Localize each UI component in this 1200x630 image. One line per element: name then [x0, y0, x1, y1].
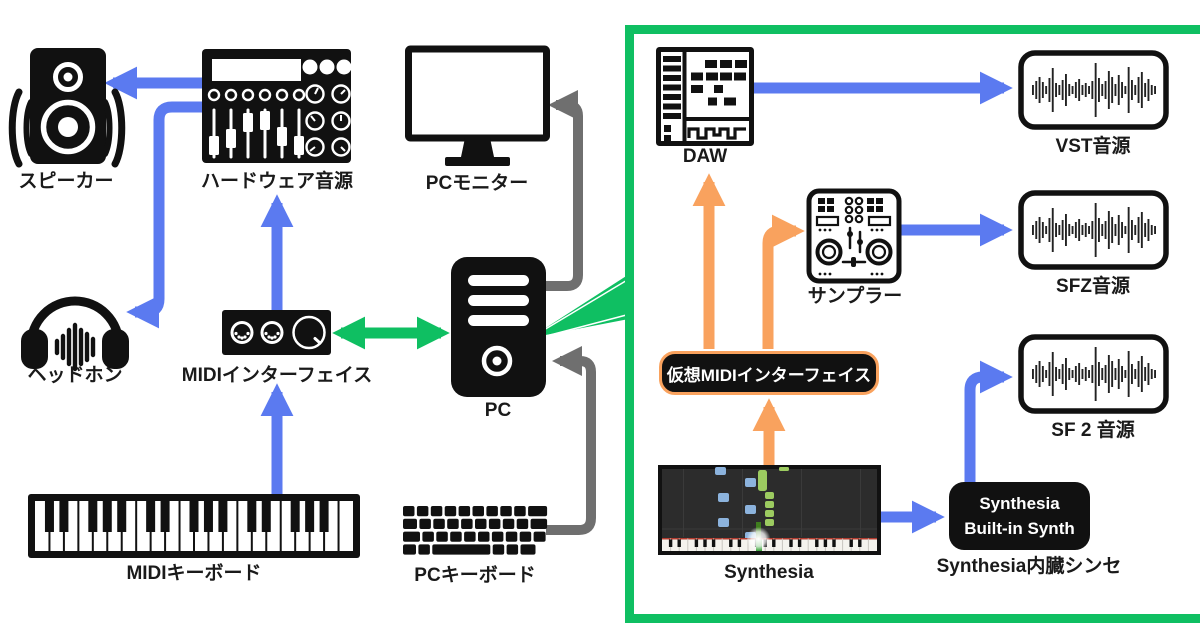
pc-icon: [451, 257, 546, 397]
arrow-pc-to-monitor: [546, 90, 583, 291]
midi-interface-icon: [222, 310, 331, 355]
sound-bars: [54, 322, 96, 372]
falling-notes-green: [758, 467, 789, 526]
sf2-waveform-icon: [1018, 334, 1169, 414]
zoom-callout-edge: [532, 275, 635, 338]
midi-keyboard-icon: [28, 494, 360, 558]
arrow-mixer-to-headphones: [126, 101, 202, 329]
builtin-synth-box: Synthesia Built-in Synth: [949, 482, 1090, 550]
headphones-label: ヘッドホン: [27, 365, 123, 386]
pc-monitor-icon: [405, 45, 550, 166]
sfz-waveform-icon: [1018, 190, 1169, 270]
vst-waveform-icon: [1018, 50, 1169, 130]
arrow-pckb-to-pc: [546, 346, 596, 535]
builtin-synth-line1: Synthesia: [979, 493, 1060, 513]
headphones-icon: [21, 296, 129, 372]
vst-label: VST音源: [1055, 136, 1131, 157]
piano-keys: [44, 501, 340, 551]
speaker-icon: [8, 48, 126, 168]
speaker-label: スピーカー: [18, 171, 114, 192]
synthesia-screenshot: [658, 465, 881, 555]
builtin-synth-label: Synthesia内臓シンセ: [936, 556, 1122, 577]
arrow-bisynth-to-sf2: [964, 360, 1013, 482]
midi-keyboard-label: MIDIキーボード: [126, 563, 262, 584]
pc-label: PC: [484, 400, 512, 421]
zoom-callout-wedge: [530, 271, 634, 338]
sfz-label: SFZ音源: [1056, 276, 1130, 297]
daw-icon: [656, 47, 754, 146]
midi-interface-label: MIDIインターフェイス: [181, 365, 373, 386]
builtin-synth-line2: Built-in Synth: [964, 519, 1075, 538]
arrow-vmidi-to-sampler: [762, 214, 805, 349]
key-glow: [746, 527, 771, 551]
pc-keyboard-icon: [403, 506, 548, 555]
pc-monitor-label: PCモニター: [425, 173, 529, 194]
synthesia-keyboard: [662, 538, 877, 551]
piano-roll-grid: [662, 469, 877, 537]
pc-keyboard-label: PCキーボード: [414, 565, 536, 586]
hardware-synth-icon: [202, 49, 351, 163]
daw-label: DAW: [682, 146, 728, 167]
virtual-midi-interface-label: 仮想MIDIインターフェイス: [666, 365, 872, 385]
sampler-icon: [806, 188, 902, 284]
zoom-callout-box: [625, 25, 1200, 623]
virtual-midi-interface-box: 仮想MIDIインターフェイス: [659, 351, 879, 395]
keyboard-keys: [403, 506, 548, 555]
hardware-synth-label: ハードウェア音源: [200, 171, 354, 192]
sf2-label: SF 2 音源: [1051, 420, 1135, 441]
sampler-label: サンプラー: [807, 286, 903, 307]
synthesia-label: Synthesia: [724, 562, 814, 583]
